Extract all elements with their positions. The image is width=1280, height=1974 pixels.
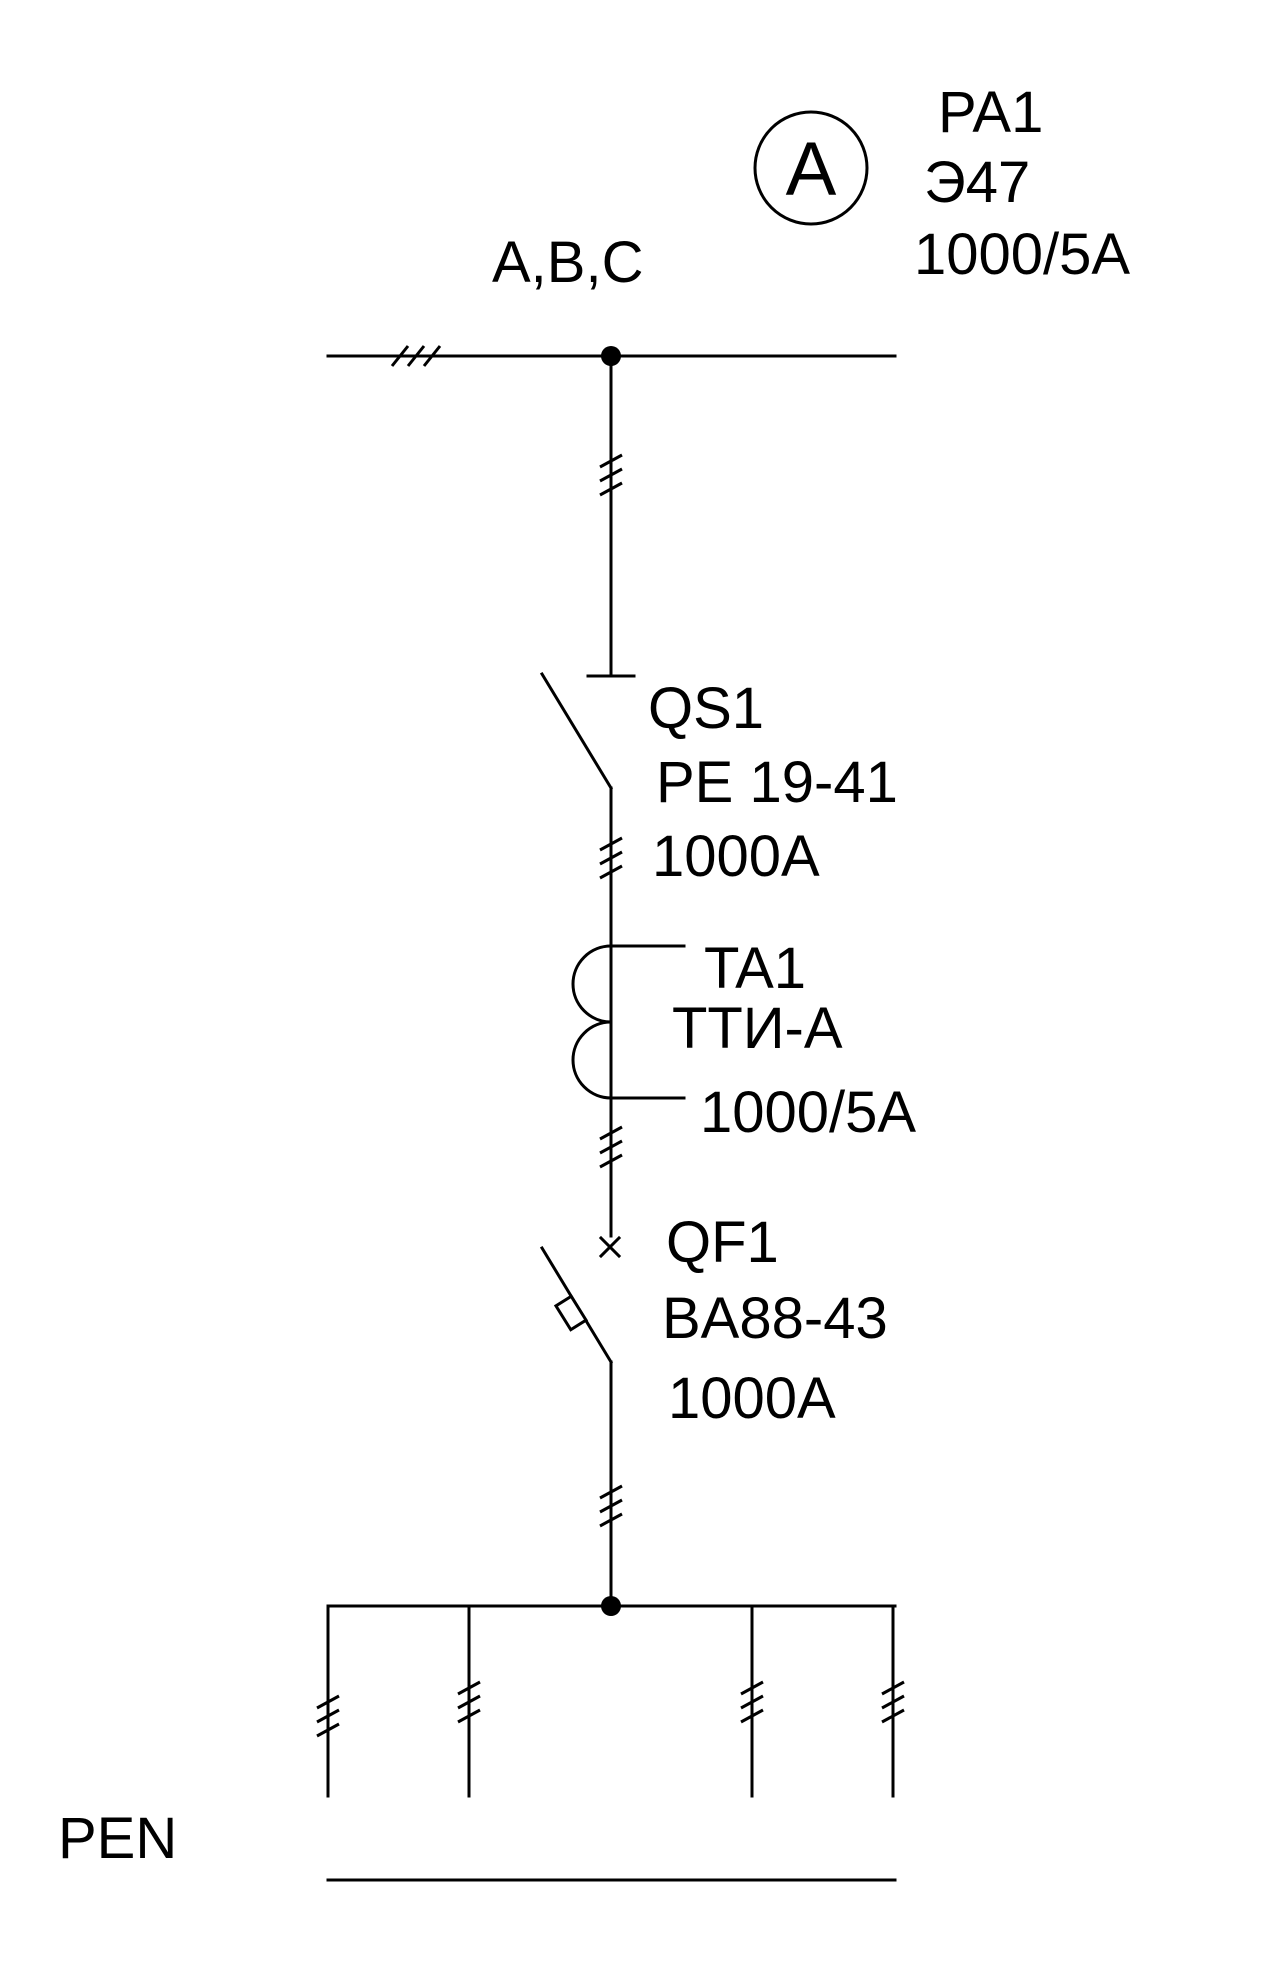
outgoing-branch-2 [457,1604,481,1798]
ammeter-symbol: A [786,127,837,212]
breaker-rating: 1000A [668,1366,836,1431]
breaker-cross-icon [598,1235,622,1259]
ammeter-circle-icon [753,110,869,226]
distribution-bus [316,1596,905,1798]
feeder-phase-ticks-1 [599,453,623,497]
breaker-designation: QF1 [666,1210,779,1275]
ct-designation: TA1 [704,936,806,1001]
disconnector [539,671,636,791]
outgoing-branch-3 [740,1604,764,1798]
ct-ratio: 1000/5A [700,1080,916,1145]
bus-phase-ticks [390,345,442,367]
feeder-phase-ticks-4 [599,1484,623,1528]
pen-label: PEN [58,1806,177,1871]
outgoing-branch-4 [881,1604,905,1798]
ammeter-type: Э47 [924,150,1030,215]
ammeter-designation: PA1 [938,80,1043,145]
bus-label: A,B,C [492,230,644,295]
ct-type: ТТИ-А [672,996,843,1061]
feeder-phase-ticks-3 [599,1125,623,1169]
breaker-type: BA88-43 [662,1286,888,1351]
outgoing-branch-1 [316,1604,340,1798]
ammeter: A [753,110,869,226]
ammeter-ratio: 1000/5A [914,222,1130,287]
ct-winding-icon [571,944,613,1100]
disconnector-type: PE 19-41 [656,750,898,815]
circuit-breaker [539,1235,622,1365]
disconnector-designation: QS1 [648,676,764,741]
distribution-junction-dot [601,1596,621,1616]
feeder-phase-ticks-2 [599,836,623,880]
current-transformer [571,944,686,1100]
breaker-release-icon [553,1294,589,1332]
disconnector-blade [539,671,614,791]
disconnector-rating: 1000A [652,824,820,889]
